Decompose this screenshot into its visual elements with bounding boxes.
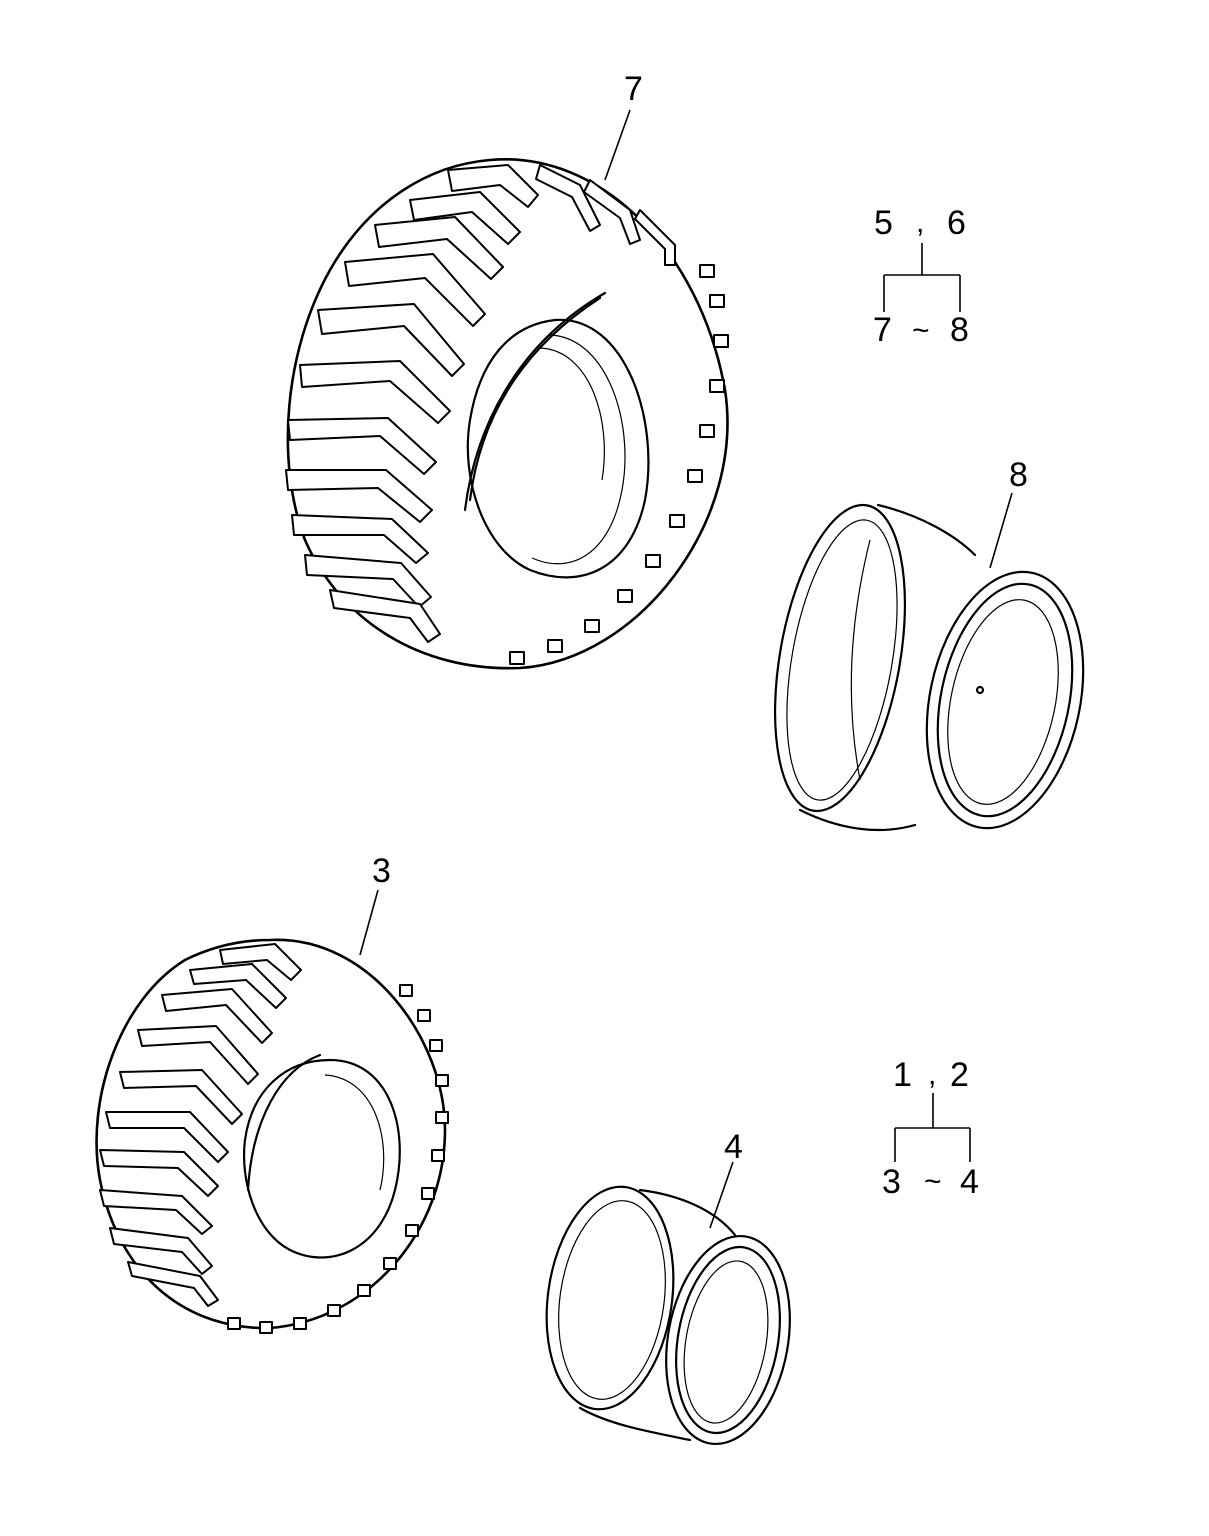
callout-tire-lower: 3	[372, 852, 391, 890]
assembly-upper-top-left: 5	[874, 204, 893, 242]
rim-upper-drawing	[773, 492, 1085, 832]
assembly-upper-bottom-sep: ~	[912, 314, 930, 347]
callout-tire-upper: 7	[624, 70, 643, 108]
assembly-lower-bottom-right: 4	[960, 1163, 979, 1201]
tire-lower-drawing	[95, 889, 449, 1334]
assembly-lower-top-left: 1	[893, 1056, 912, 1094]
callout-rim-lower: 4	[724, 1128, 743, 1166]
assembly-upper-bottom-left: 7	[873, 311, 892, 349]
tire-upper-drawing	[285, 109, 729, 670]
assembly-bracket-lower	[894, 1093, 971, 1162]
assembly-lower-top-right: 2	[950, 1056, 969, 1094]
assembly-bracket-upper	[883, 243, 961, 312]
assembly-upper-top-sep: ,	[916, 206, 925, 239]
callout-rim-upper: 8	[1009, 456, 1028, 494]
assembly-lower-bottom-left: 3	[882, 1163, 901, 1201]
assembly-lower-top-sep: ,	[928, 1058, 937, 1091]
rim-lower-drawing	[545, 1161, 791, 1446]
assembly-upper-top-right: 6	[947, 204, 966, 242]
assembly-lower-bottom-sep: ~	[924, 1165, 942, 1198]
assembly-upper-bottom-right: 8	[950, 311, 969, 349]
